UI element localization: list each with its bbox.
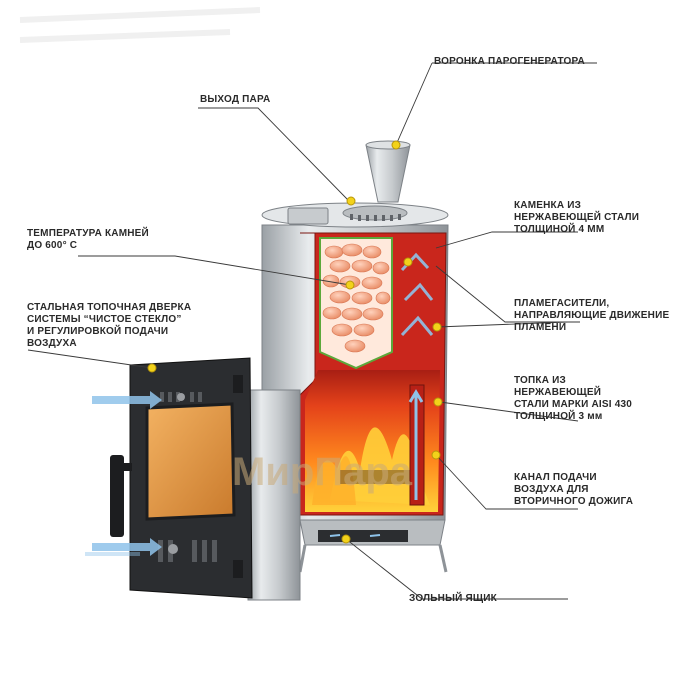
label-firebox-line-4: ТОЛЩИНОЙ 3 мм: [514, 411, 603, 422]
marker-stone-temp: [345, 280, 355, 290]
label-stone-box: КАМЕНКА ИЗ НЕРЖАВЕЮЩЕЙ СТАЛИ ТОЛЩИНОЙ 4 …: [514, 200, 639, 236]
steam-outlet-holes: [350, 214, 401, 221]
marker-door: [147, 363, 157, 373]
fire-door: [110, 357, 253, 599]
label-ash-box: ЗОЛЬНЫЙ ЯЩИК: [409, 593, 497, 604]
label-steam-funnel: ВОРОНКА ПАРОГЕНЕРАТОРА: [434, 56, 585, 67]
label-air-channel: КАНАЛ ПОДАЧИ ВОЗДУХА ДЛЯ ВТОРИЧНОГО ДОЖИ…: [514, 472, 633, 508]
marker-stone-box: [403, 257, 413, 267]
marker-firebox: [433, 397, 443, 407]
ash-box: [299, 519, 446, 546]
label-door: СТАЛЬНАЯ ТОПОЧНАЯ ДВЕРКА СИСТЕМЫ “ЧИСТОЕ…: [27, 302, 191, 350]
marker-steam-funnel: [391, 140, 401, 150]
label-air-channel-line-1: КАНАЛ ПОДАЧИ: [514, 472, 597, 483]
label-stone-box-line-2: НЕРЖАВЕЮЩЕЙ СТАЛИ: [514, 212, 640, 223]
marker-ash-box: [341, 534, 351, 544]
label-door-line-4: ВОЗДУХА: [27, 338, 77, 349]
label-firebox-line-2: НЕРЖАВЕЮЩЕЙ: [514, 387, 602, 398]
label-stone-temp: ТЕМПЕРАТУРА КАМНЕЙ ДО 600° С: [27, 228, 149, 252]
label-steam-outlet: ВЫХОД ПАРА: [200, 94, 271, 105]
label-firebox-line-1: ТОПКА ИЗ: [514, 375, 566, 386]
label-air-channel-line-3: ВТОРИЧНОГО ДОЖИГА: [514, 496, 634, 507]
stones: [322, 243, 391, 353]
stone-compartment: [319, 237, 393, 370]
label-firebox: ТОПКА ИЗ НЕРЖАВЕЮЩЕЙ СТАЛИ МАРКИ AISI 43…: [514, 375, 632, 423]
label-stone-temp-line-1: ТЕМПЕРАТУРА КАМНЕЙ: [27, 228, 149, 239]
leader-lines: [27, 62, 597, 600]
watermark-logo: МирПара: [232, 450, 413, 494]
label-door-line-2: СИСТЕМЫ “ЧИСТОЕ СТЕКЛО”: [27, 314, 182, 325]
stove-legs: [298, 544, 448, 573]
label-air-channel-line-2: ВОЗДУХА ДЛЯ: [514, 484, 589, 495]
door-tunnel: [247, 389, 301, 601]
background-watermark-lines: [19, 7, 261, 43]
label-door-line-3: И РЕГУЛИРОВКОЙ ПОДАЧИ: [27, 326, 169, 337]
label-door-line-1: СТАЛЬНАЯ ТОПОЧНАЯ ДВЕРКА: [27, 302, 192, 313]
label-flame-dampers-line-1: ПЛАМЕГАСИТЕЛИ,: [514, 298, 610, 309]
label-firebox-line-3: СТАЛИ МАРКИ AISI 430: [514, 399, 632, 410]
label-flame-dampers-line-2: НАПРАВЛЯЮЩИЕ ДВИЖЕНИЕ: [514, 310, 670, 321]
steam-funnel: [365, 140, 411, 203]
marker-flame-dampers: [432, 322, 442, 332]
air-flow-arrows: [85, 391, 162, 556]
marker-steam-outlet: [346, 196, 356, 206]
label-flame-dampers-line-3: ПЛАМЕНИ: [514, 322, 567, 333]
label-stone-box-line-1: КАМЕНКА ИЗ: [514, 200, 582, 211]
label-flame-dampers: ПЛАМЕГАСИТЕЛИ, НАПРАВЛЯЮЩИЕ ДВИЖЕНИЕ ПЛА…: [514, 298, 669, 334]
door-handle: [110, 455, 124, 537]
marker-air-channel: [431, 450, 441, 460]
air-channel-arrows: [408, 389, 424, 500]
label-stone-box-line-3: ТОЛЩИНОЙ 4 ММ: [514, 224, 605, 235]
callout-markers: [147, 140, 443, 544]
label-stone-temp-line-2: ДО 600° С: [27, 240, 78, 251]
